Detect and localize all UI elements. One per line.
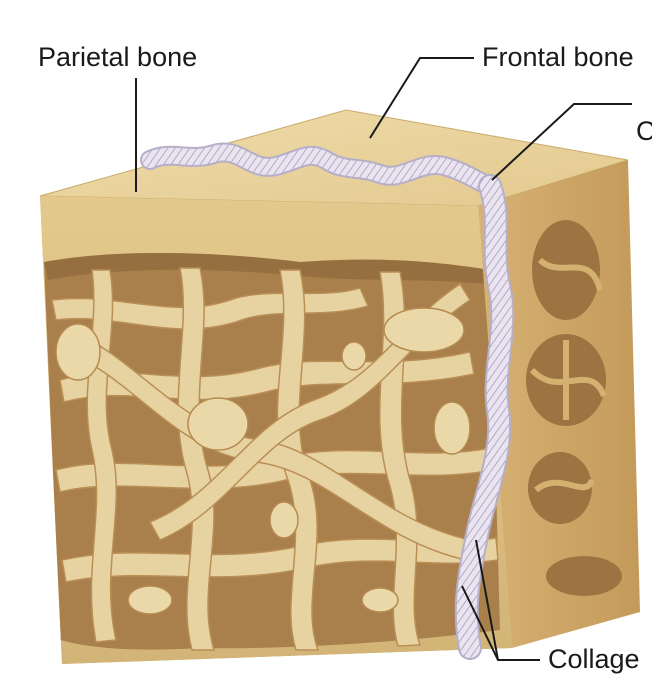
parietal-bone-label: Parietal bone bbox=[38, 42, 198, 72]
leader-frontal bbox=[369, 57, 474, 139]
leader-lines bbox=[135, 57, 632, 661]
spongy-bone-side bbox=[526, 220, 622, 596]
leader-c bbox=[491, 103, 632, 181]
partial-right-label: C bbox=[636, 116, 652, 146]
collagen-label: Collage bbox=[548, 644, 640, 674]
leader-collagen-2 bbox=[475, 539, 499, 661]
frontal-bone-label: Frontal bone bbox=[482, 42, 634, 72]
spongy-bone-front bbox=[40, 196, 512, 664]
